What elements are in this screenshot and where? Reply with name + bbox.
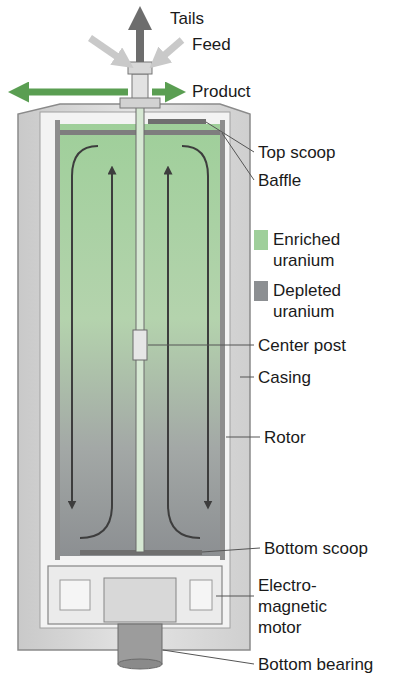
legend-text: Depleted uranium	[273, 280, 355, 322]
center-post-joint	[133, 330, 147, 360]
part-label: Center post	[258, 335, 346, 356]
bottom-bearing	[118, 659, 162, 669]
feed-arrow	[160, 40, 182, 59]
flow-arrow	[168, 170, 200, 538]
motor-stator	[190, 580, 212, 610]
bottom-bearing	[118, 624, 162, 664]
motor-housing	[48, 566, 222, 624]
part-label: Feed	[192, 34, 231, 55]
part-label: Tails	[170, 8, 204, 29]
casing-shell	[18, 104, 250, 650]
product-arrow	[22, 89, 128, 96]
legend-swatch	[254, 281, 268, 301]
flow-arrow	[182, 146, 208, 505]
part-label: Bottom bearing	[258, 654, 373, 675]
leader-line	[206, 122, 254, 152]
part-label: Casing	[258, 367, 311, 388]
legend-item: Depleted uranium	[254, 280, 355, 322]
leader-lines	[148, 122, 260, 664]
part-label: Product	[192, 81, 251, 102]
top-scoop	[148, 119, 206, 124]
flow-arrow	[72, 146, 98, 505]
rotor-wall	[55, 120, 60, 560]
motor-stator	[60, 580, 90, 610]
product-arrow	[152, 89, 172, 96]
legend-item: Enriched uranium	[254, 229, 355, 271]
part-label: Baffle	[258, 170, 301, 191]
feed-arrow	[90, 38, 122, 60]
motor-core	[104, 578, 176, 622]
part-label: Top scoop	[258, 142, 336, 163]
rotor-wall	[220, 120, 225, 560]
leader-line	[216, 596, 254, 597]
casing-cavity	[40, 112, 230, 628]
part-label: Rotor	[264, 427, 306, 448]
top-fitting	[128, 62, 152, 74]
tails-arrow	[136, 22, 144, 62]
center-post	[136, 104, 144, 552]
leader-line	[163, 650, 254, 664]
leader-line	[202, 548, 260, 552]
part-label: Electro- magnetic motor	[258, 575, 342, 638]
leader-line	[148, 345, 254, 346]
legend-swatch	[254, 230, 268, 250]
leader-line	[240, 377, 254, 378]
top-flange	[120, 98, 160, 108]
part-label: Bottom scoop	[264, 538, 368, 559]
leader-line	[226, 437, 260, 438]
flow-arrow	[80, 170, 112, 538]
leader-line	[222, 133, 254, 180]
legend-text: Enriched uranium	[273, 229, 355, 271]
